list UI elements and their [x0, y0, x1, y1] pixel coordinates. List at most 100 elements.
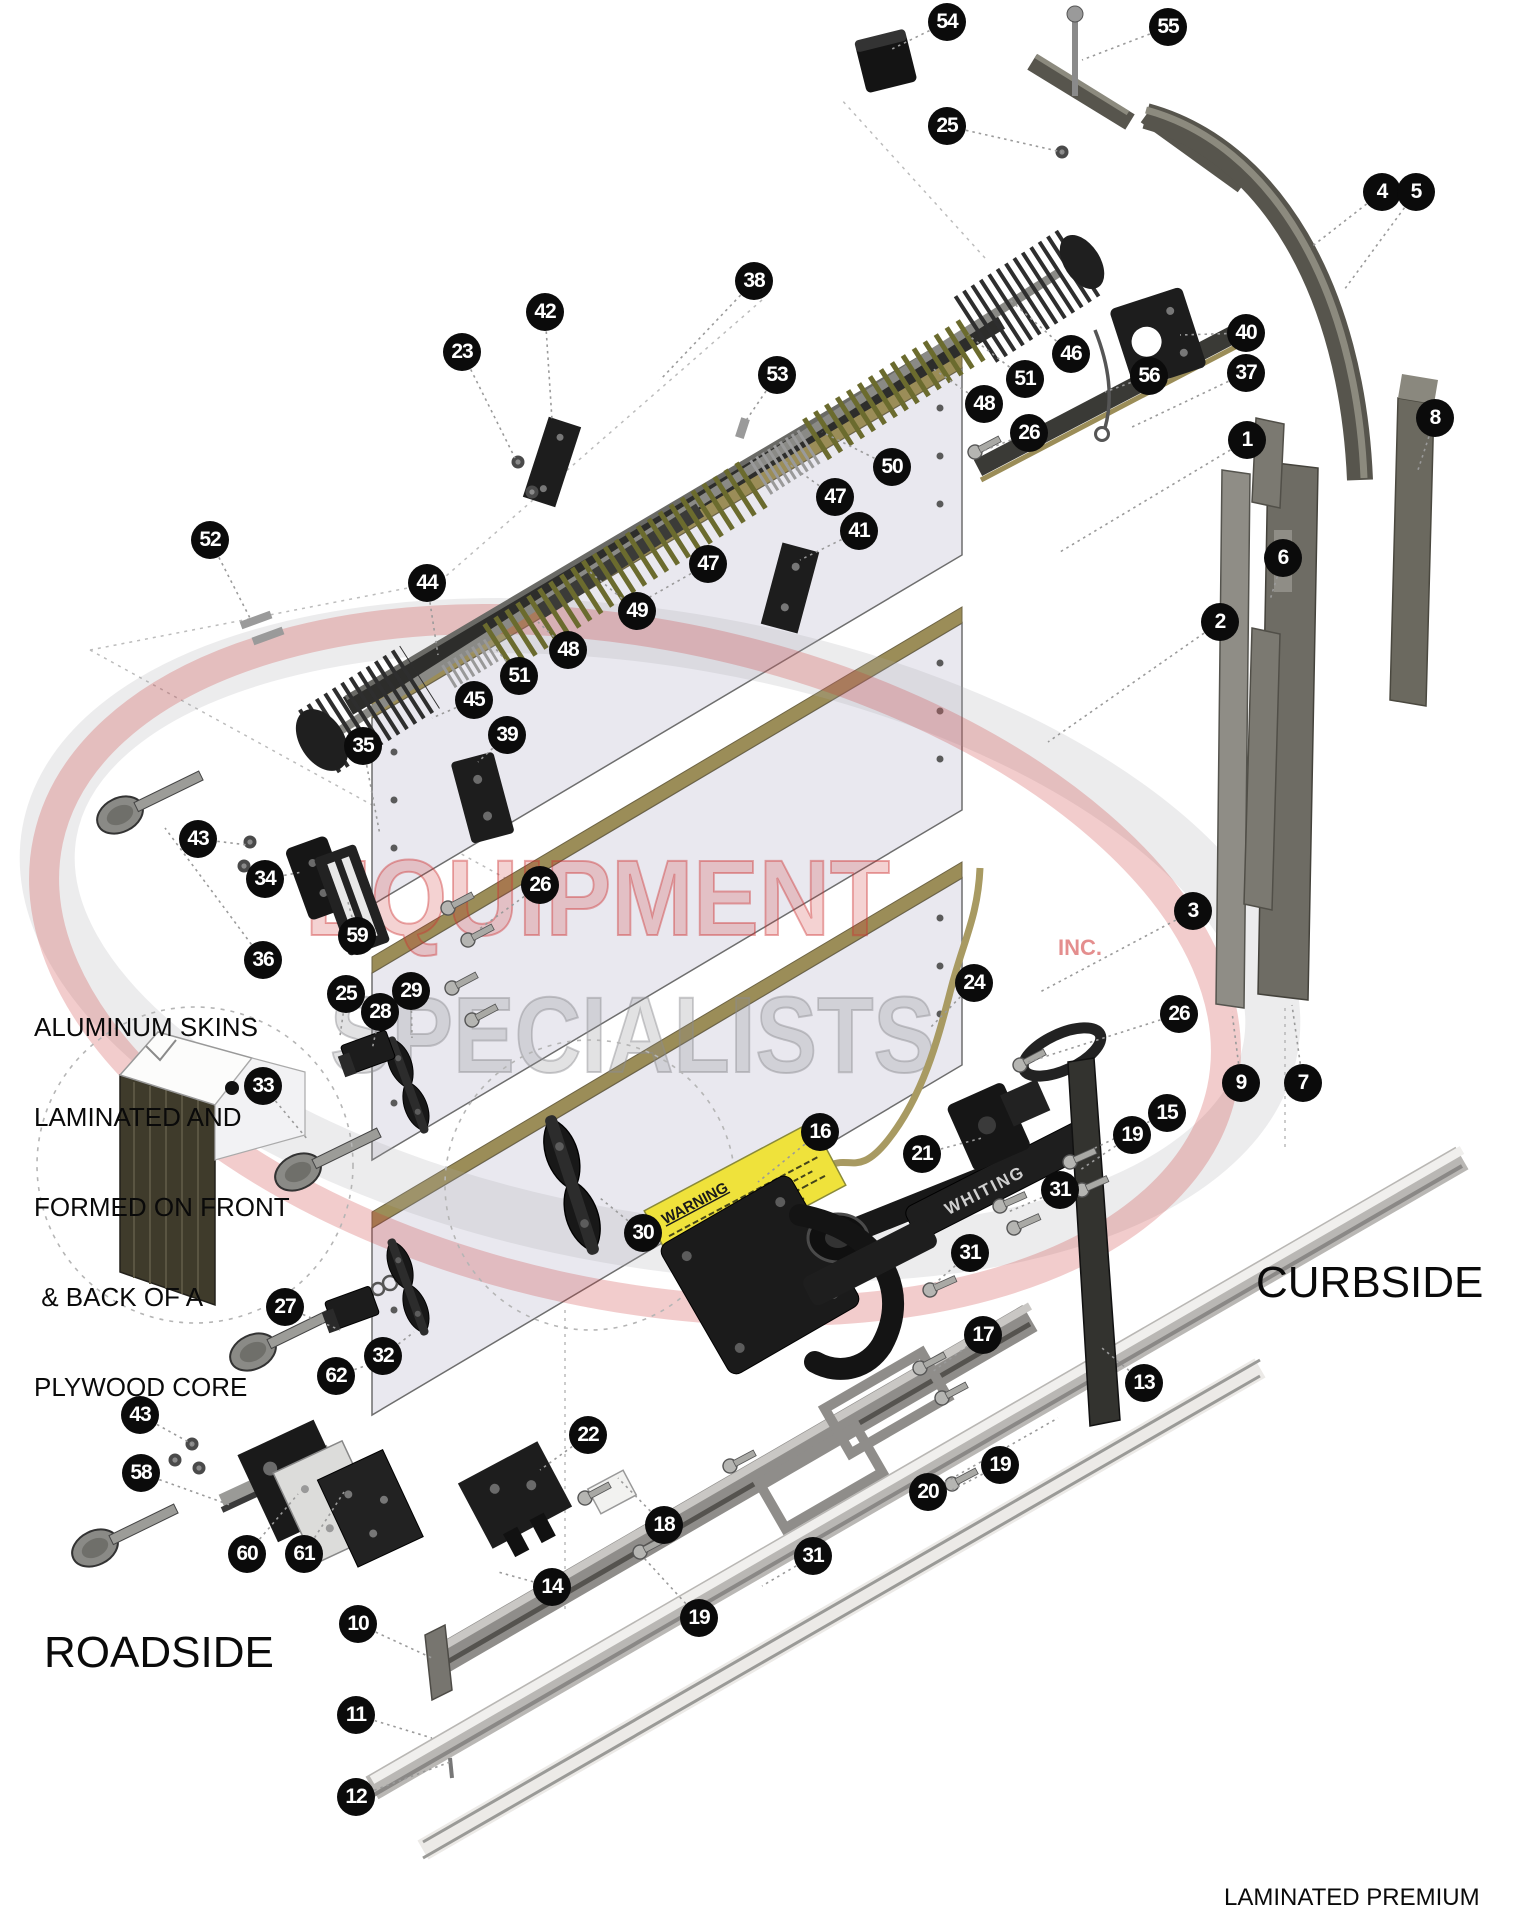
callout-19: 19: [680, 1599, 718, 1637]
vertical-track-9: [1215, 469, 1251, 1009]
callout-52: 52: [191, 521, 229, 559]
bumper-54: [854, 29, 917, 93]
watermark: EQUIPMENT INC. SPECIALISTS: [19, 598, 1301, 1327]
callout-7: 7: [1284, 1064, 1322, 1102]
callout-11: 11: [337, 1696, 375, 1734]
curved-corner-track: [1142, 103, 1373, 481]
plywood-core-detail: [36, 1006, 354, 1324]
callout-40: 40: [1227, 314, 1265, 352]
shaft-pins-52: [239, 610, 285, 646]
buckle-plates-20: [752, 1345, 955, 1536]
callout-3: 3: [1174, 892, 1212, 930]
right-wind-cone: [953, 229, 1102, 363]
callout-27: 27: [266, 1288, 304, 1326]
callout-9: 9: [1222, 1064, 1260, 1102]
callout-36: 36: [244, 941, 282, 979]
callout-47: 47: [816, 478, 854, 516]
callout-10: 10: [339, 1605, 377, 1643]
spring-coupler: [749, 428, 823, 495]
callout-8: 8: [1416, 399, 1454, 437]
callout-61: 61: [285, 1535, 323, 1573]
diagram-title: LAMINATED PREMIUM: [1224, 1884, 1480, 1911]
callout-19: 19: [981, 1446, 1019, 1484]
callout-48: 48: [549, 631, 587, 669]
bottom-rail-20: [365, 1146, 1469, 1800]
bearing-bracket-41: [760, 542, 820, 634]
callout-2: 2: [1201, 603, 1239, 641]
callout-20: 20: [909, 1473, 947, 1511]
note-line: & BACK OF A: [34, 1282, 204, 1312]
center-hardware: WARNING WHITING: [437, 431, 1121, 1779]
callout-31: 31: [951, 1234, 989, 1272]
handle-hook: [789, 1204, 905, 1380]
callout-45: 45: [455, 681, 493, 719]
note-line: FORMED ON FRONT: [34, 1192, 290, 1222]
callout-59: 59: [338, 917, 376, 955]
rail-clip-18: [586, 1469, 638, 1515]
construction-lines: [89, 97, 1286, 1612]
callout-34: 34: [246, 860, 284, 898]
hinge-clip: [318, 1285, 381, 1334]
callout-28: 28: [361, 993, 399, 1031]
callout-25: 25: [327, 975, 365, 1013]
flag-bracket-42: [522, 416, 582, 508]
callout-60: 60: [228, 1535, 266, 1573]
callout-12: 12: [337, 1778, 375, 1816]
callout-6: 6: [1264, 539, 1302, 577]
callout-49: 49: [618, 592, 656, 630]
watermark-line2: SPECIALISTS: [330, 974, 935, 1095]
callout-16: 16: [801, 1113, 839, 1151]
callout-4: 4: [1363, 173, 1401, 211]
callout-51: 51: [500, 657, 538, 695]
callout-37: 37: [1227, 354, 1265, 392]
callout-31: 31: [794, 1537, 832, 1575]
callout-18: 18: [645, 1506, 683, 1544]
callout-51: 51: [1006, 360, 1044, 398]
callout-33: 33: [244, 1067, 282, 1105]
callout-22: 22: [569, 1416, 607, 1454]
callout-48: 48: [965, 385, 1003, 423]
callout-19: 19: [1113, 1116, 1151, 1154]
callout-41: 41: [840, 512, 878, 550]
callout-46: 46: [1052, 335, 1090, 373]
construction-note: ALUMINUM SKINS LAMINATED AND FORMED ON F…: [34, 952, 290, 1432]
note-line: LAMINATED AND: [34, 1102, 242, 1132]
callout-26: 26: [521, 866, 559, 904]
safety-cable-56: [1093, 329, 1111, 429]
roller-58: [64, 1492, 185, 1575]
track-segment-6b: [1243, 627, 1281, 911]
spring-bracket-39: [451, 752, 514, 844]
callout-50: 50: [873, 448, 911, 486]
bottom-sill-11: [417, 1358, 1266, 1860]
curbside-label: CURBSIDE: [1256, 1258, 1484, 1307]
strap-plate-61: [316, 1448, 424, 1568]
shaft-collar: [441, 638, 499, 689]
callout-25: 25: [928, 107, 966, 145]
watermark-line1: EQUIPMENT: [305, 837, 890, 958]
callout-42: 42: [526, 293, 564, 331]
callout-1: 1: [1228, 421, 1266, 459]
callout-21: 21: [903, 1135, 941, 1173]
callout-26: 26: [1160, 995, 1198, 1033]
callout-53: 53: [758, 356, 796, 394]
callout-43: 43: [179, 820, 217, 858]
right-spring-coil: [802, 317, 988, 461]
callout-14: 14: [533, 1568, 571, 1606]
callout-24: 24: [955, 964, 993, 1002]
latch-keeper-21: [947, 1079, 1051, 1171]
callout-31: 31: [1041, 1171, 1079, 1209]
vertical-track-8: [1389, 397, 1435, 707]
callout-55: 55: [1149, 8, 1187, 46]
note-line: PLYWOOD CORE: [34, 1372, 248, 1402]
bolt-55: [1066, 5, 1084, 96]
callout-26: 26: [1010, 414, 1048, 452]
callout-54: 54: [928, 3, 966, 41]
roll-pin-53: [735, 417, 750, 440]
pull-strap-13: [1017, 1022, 1121, 1427]
torsion-spring-assembly: [239, 5, 1206, 844]
panel-2-plywood-edge: [371, 606, 963, 974]
roadside-label: ROADSIDE: [44, 1628, 274, 1677]
watermark-inc: INC.: [1058, 935, 1102, 960]
top-track-segment-a: [1027, 54, 1135, 130]
